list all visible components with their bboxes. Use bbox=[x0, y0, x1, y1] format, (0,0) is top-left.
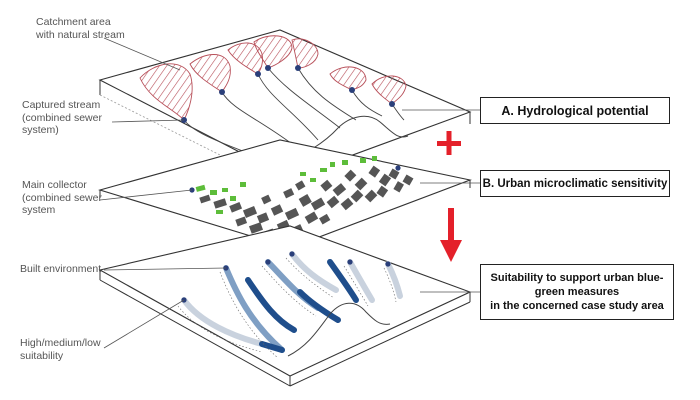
box-hydrological-potential: A. Hydrological potential bbox=[480, 97, 670, 124]
label-main-collector: Main collector (combined sewer system bbox=[22, 179, 102, 216]
suitability-relief bbox=[287, 302, 391, 357]
suitability-corridors bbox=[181, 251, 403, 353]
box-urban-microclimatic-sensitivity: B. Urban microclimatic sensitivity bbox=[480, 170, 670, 197]
plus-icon bbox=[437, 131, 461, 155]
label-built-environment: Built environment bbox=[20, 263, 102, 275]
suitability-layer bbox=[98, 225, 472, 387]
suitability-margins bbox=[177, 257, 397, 359]
urban-layer bbox=[98, 139, 472, 258]
box-b-text: B. Urban microclimatic sensitivity bbox=[482, 177, 668, 190]
label-catchment-area: Catchment area with natural stream bbox=[36, 16, 125, 41]
green-areas bbox=[195, 156, 377, 240]
buildings bbox=[199, 165, 414, 239]
suitability-nodes bbox=[181, 251, 391, 303]
box-a-text: A. Hydrological potential bbox=[501, 103, 649, 118]
suitability-plate bbox=[98, 225, 472, 377]
label-captured-stream: Captured stream (combined sewer system) bbox=[22, 99, 102, 136]
leader-lines bbox=[99, 37, 480, 349]
arrow-down-icon bbox=[440, 208, 462, 262]
box-c-text: Suitability to support urban blue- green… bbox=[490, 272, 664, 312]
hatched-catchments bbox=[139, 35, 407, 121]
box-suitability: Suitability to support urban blue- green… bbox=[480, 264, 674, 320]
label-suitability-levels: High/medium/low suitability bbox=[20, 337, 101, 362]
